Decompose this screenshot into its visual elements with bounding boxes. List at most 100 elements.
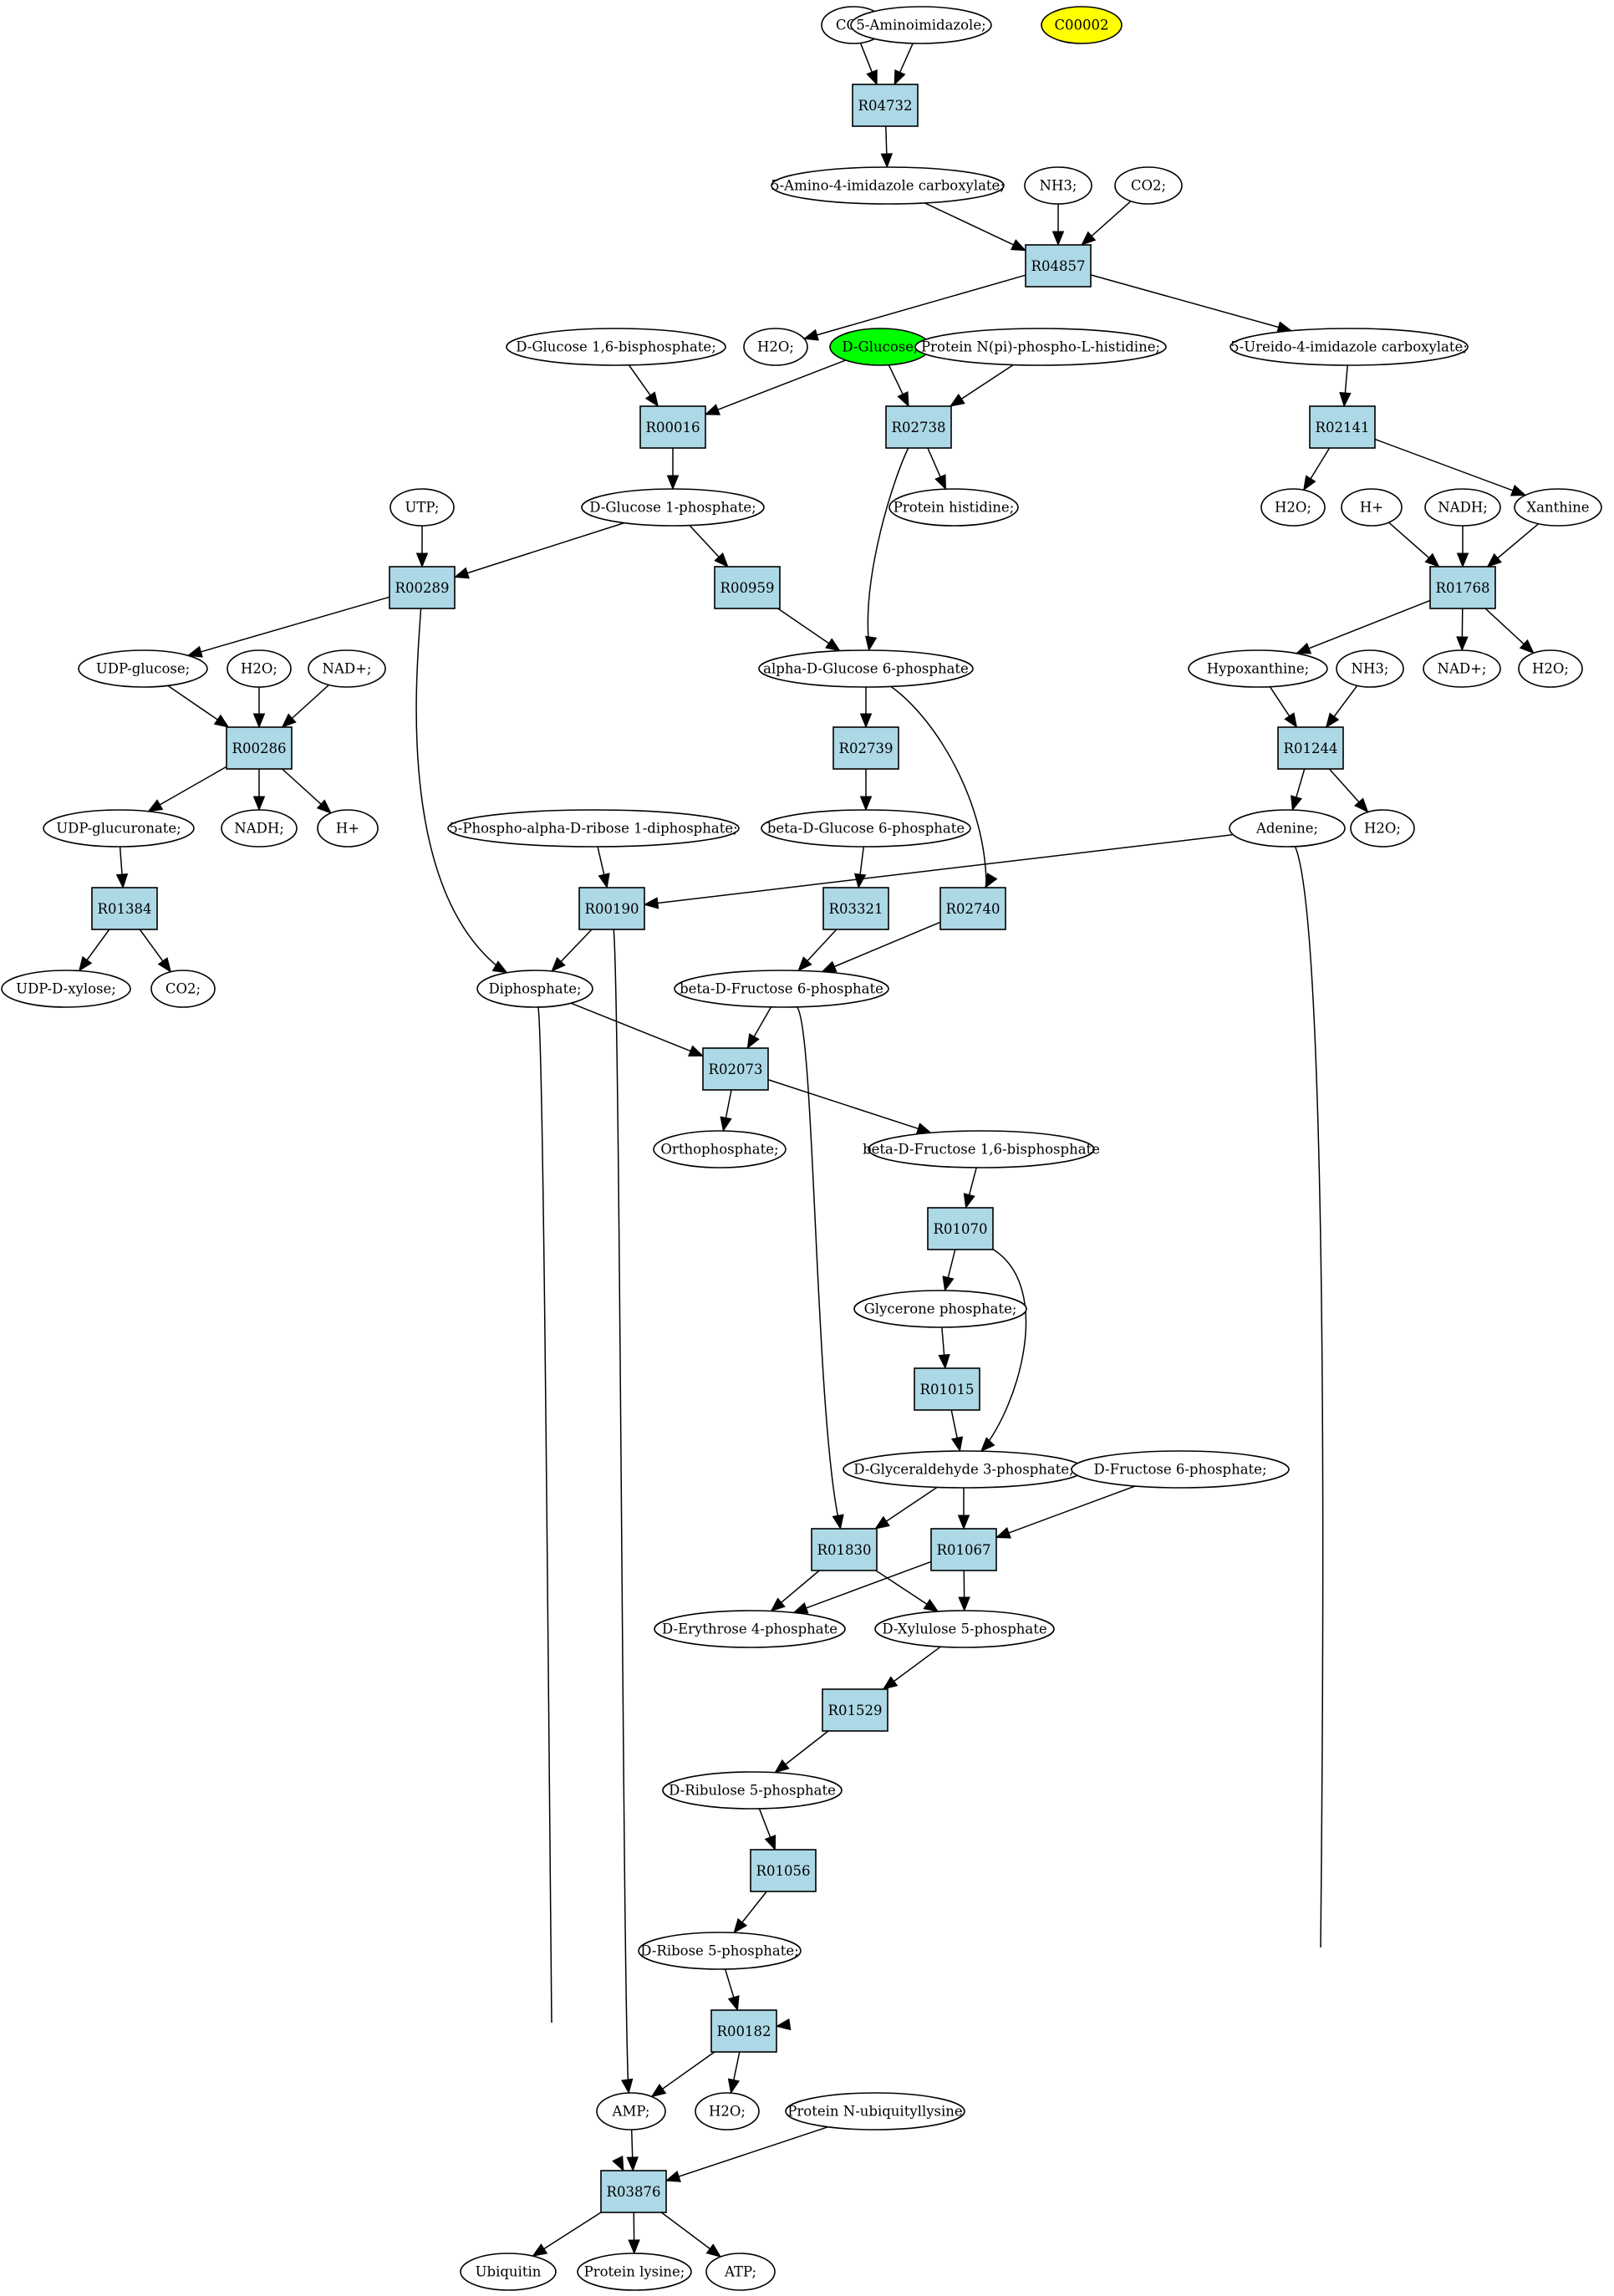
compound-node[interactable]: H2O; xyxy=(1260,488,1326,527)
reaction-node[interactable]: R04732 xyxy=(852,84,919,127)
compound-node[interactable]: Protein lysine; xyxy=(577,2253,692,2291)
compound-node[interactable]: 5-Ureido-4-imidazole carboxylate; xyxy=(1230,328,1469,366)
compound-node[interactable]: UDP-glucuronate; xyxy=(43,809,195,848)
compound-node[interactable]: D-Glucose; xyxy=(829,328,931,366)
compound-node[interactable]: alpha-D-Glucose 6-phosphate xyxy=(758,649,974,688)
edge-R00190-to-diphos xyxy=(551,929,593,972)
arrowhead xyxy=(802,328,819,341)
compound-node[interactable]: D-Erythrose 4-phosphate xyxy=(654,1610,846,1648)
compound-node[interactable]: D-Xylulose 5-phosphate xyxy=(874,1610,1055,1648)
compound-node[interactable]: beta-D-Fructose 6-phosphate xyxy=(674,970,889,1008)
compound-node[interactable]: H2O; xyxy=(1350,809,1415,848)
compound-node[interactable]: C00002 xyxy=(1041,6,1123,44)
compound-node[interactable]: H2O; xyxy=(1518,649,1583,688)
compound-node[interactable]: D-Ribulose 5-phosphate xyxy=(662,1771,843,1810)
compound-node[interactable]: beta-D-Fructose 1,6-bisphosphate xyxy=(863,1130,1100,1168)
edge-R01244-to-adenine xyxy=(1291,768,1306,812)
compound-node[interactable]: Adenine; xyxy=(1229,809,1346,848)
compound-node[interactable]: CO2; xyxy=(150,970,216,1008)
reaction-node[interactable]: R01056 xyxy=(750,1849,817,1892)
compound-node[interactable]: Glycerone phosphate; xyxy=(853,1290,1027,1328)
reaction-node[interactable]: R02738 xyxy=(885,405,952,449)
compound-node[interactable]: Diphosphate; xyxy=(476,970,593,1008)
reaction-node[interactable]: R02740 xyxy=(939,887,1006,930)
edge-bg6p-to-R03321 xyxy=(853,846,867,889)
compound-node[interactable]: Hypoxanthine; xyxy=(1188,649,1328,688)
reaction-node[interactable]: R00182 xyxy=(710,2009,777,2053)
reaction-node[interactable]: R01830 xyxy=(811,1528,878,1571)
reaction-node[interactable]: R01768 xyxy=(1429,566,1496,609)
reaction-node[interactable]: R00016 xyxy=(639,405,706,449)
compound-node[interactable]: H+ xyxy=(1341,488,1403,527)
reaction-node[interactable]: R00959 xyxy=(714,566,781,609)
compound-node[interactable]: NAD+; xyxy=(1423,649,1501,688)
compound-node[interactable]: NAD+; xyxy=(308,649,386,688)
arrowhead xyxy=(980,1437,995,1453)
arrowhead xyxy=(628,2239,640,2255)
edge-g1p-to-R00289 xyxy=(453,522,625,579)
reaction-node[interactable]: R02141 xyxy=(1309,405,1376,449)
compound-node[interactable]: Xanthine xyxy=(1514,488,1602,527)
compound-node[interactable]: H2O; xyxy=(227,649,292,688)
reaction-node[interactable]: R00190 xyxy=(578,887,645,930)
compound-node[interactable]: H+ xyxy=(317,809,379,848)
edge-R00959-to-ag6p xyxy=(777,608,841,652)
compound-node[interactable]: NADH; xyxy=(1424,488,1501,527)
compound-node[interactable]: beta-D-Glucose 6-phosphate xyxy=(761,809,971,848)
compound-node[interactable]: AMP; xyxy=(596,2092,666,2131)
reaction-label: R03321 xyxy=(829,901,883,917)
reaction-label: R03876 xyxy=(607,2184,661,2200)
reaction-node[interactable]: R01015 xyxy=(914,1367,980,1411)
reaction-node[interactable]: R01070 xyxy=(927,1207,994,1250)
compound-node[interactable]: D-Glucose 1,6-bisphosphate; xyxy=(506,328,726,366)
compound-node[interactable]: D-Glucose 1-phosphate; xyxy=(581,488,765,527)
edge-R01830-to-e4p xyxy=(770,1570,820,1612)
compound-ellipse xyxy=(874,1610,1055,1648)
compound-ellipse xyxy=(43,809,195,848)
compound-ellipse xyxy=(771,166,1005,205)
compound-node[interactable]: Protein histidine; xyxy=(888,488,1019,527)
reaction-label: R00959 xyxy=(720,580,775,596)
compound-node[interactable]: UDP-glucose; xyxy=(78,649,208,688)
arrowhead xyxy=(687,1045,705,1056)
compound-node[interactable]: NH3; xyxy=(1024,166,1092,205)
compound-node[interactable]: Orthophosphate; xyxy=(653,1130,787,1168)
reaction-node[interactable]: R03321 xyxy=(822,887,889,930)
compound-node[interactable]: Ubiquitin xyxy=(460,2253,557,2291)
edge-dglucose-to-R02738 xyxy=(888,364,909,408)
edge-R00182-to-amp xyxy=(650,2051,715,2098)
reaction-node[interactable]: R04857 xyxy=(1025,244,1092,288)
reaction-box xyxy=(811,1528,878,1571)
edge-co2_b-to-R04857 xyxy=(1081,201,1132,246)
reaction-node[interactable]: R00286 xyxy=(226,726,293,770)
reaction-node[interactable]: R02073 xyxy=(702,1047,769,1091)
reaction-node[interactable]: R03876 xyxy=(600,2170,667,2213)
compound-node[interactable]: H2O; xyxy=(695,2092,760,2131)
reaction-label: R00289 xyxy=(395,580,450,596)
compound-node[interactable]: UTP; xyxy=(389,488,455,527)
compound-node[interactable]: ATP; xyxy=(705,2253,776,2291)
compound-node[interactable]: D-Glyceraldehyde 3-phosphate; xyxy=(843,1450,1085,1489)
compound-node[interactable]: Protein N-ubiquityllysine xyxy=(785,2092,965,2131)
compound-node[interactable]: Protein N(pi)-phospho-L-histidine; xyxy=(914,328,1167,366)
reaction-node[interactable]: R01067 xyxy=(930,1528,997,1571)
reaction-node[interactable]: R02739 xyxy=(832,726,899,770)
reaction-node[interactable]: R00289 xyxy=(389,566,456,609)
compound-node[interactable]: 5-Amino-4-imidazole carboxylate; xyxy=(771,166,1005,205)
edge-R01070-to-dhap xyxy=(942,1249,956,1292)
compound-node[interactable]: NADH; xyxy=(221,809,298,848)
reaction-node[interactable]: R01529 xyxy=(822,1688,888,1732)
compound-node[interactable]: NH3; xyxy=(1336,649,1404,688)
compound-node[interactable]: D-Ribose 5-phosphate; xyxy=(638,1932,802,1970)
compound-node[interactable]: 5-Aminoimidazole; xyxy=(850,6,992,44)
reaction-box xyxy=(226,726,293,770)
compound-node[interactable]: D-Fructose 6-phosphate; xyxy=(1071,1450,1290,1489)
compound-node[interactable]: 5-Phospho-alpha-D-ribose 1-diphosphate; xyxy=(447,809,740,848)
edge-g3p-to-R01067 xyxy=(957,1488,970,1530)
compound-node[interactable]: CO2; xyxy=(1114,166,1183,205)
edge-g3p-to-R01830 xyxy=(874,1486,938,1530)
reaction-node[interactable]: R01244 xyxy=(1277,726,1344,770)
reaction-node[interactable]: R01384 xyxy=(91,887,158,930)
compound-node[interactable]: H2O; xyxy=(743,328,808,366)
compound-node[interactable]: UDP-D-xylose; xyxy=(1,970,131,1008)
